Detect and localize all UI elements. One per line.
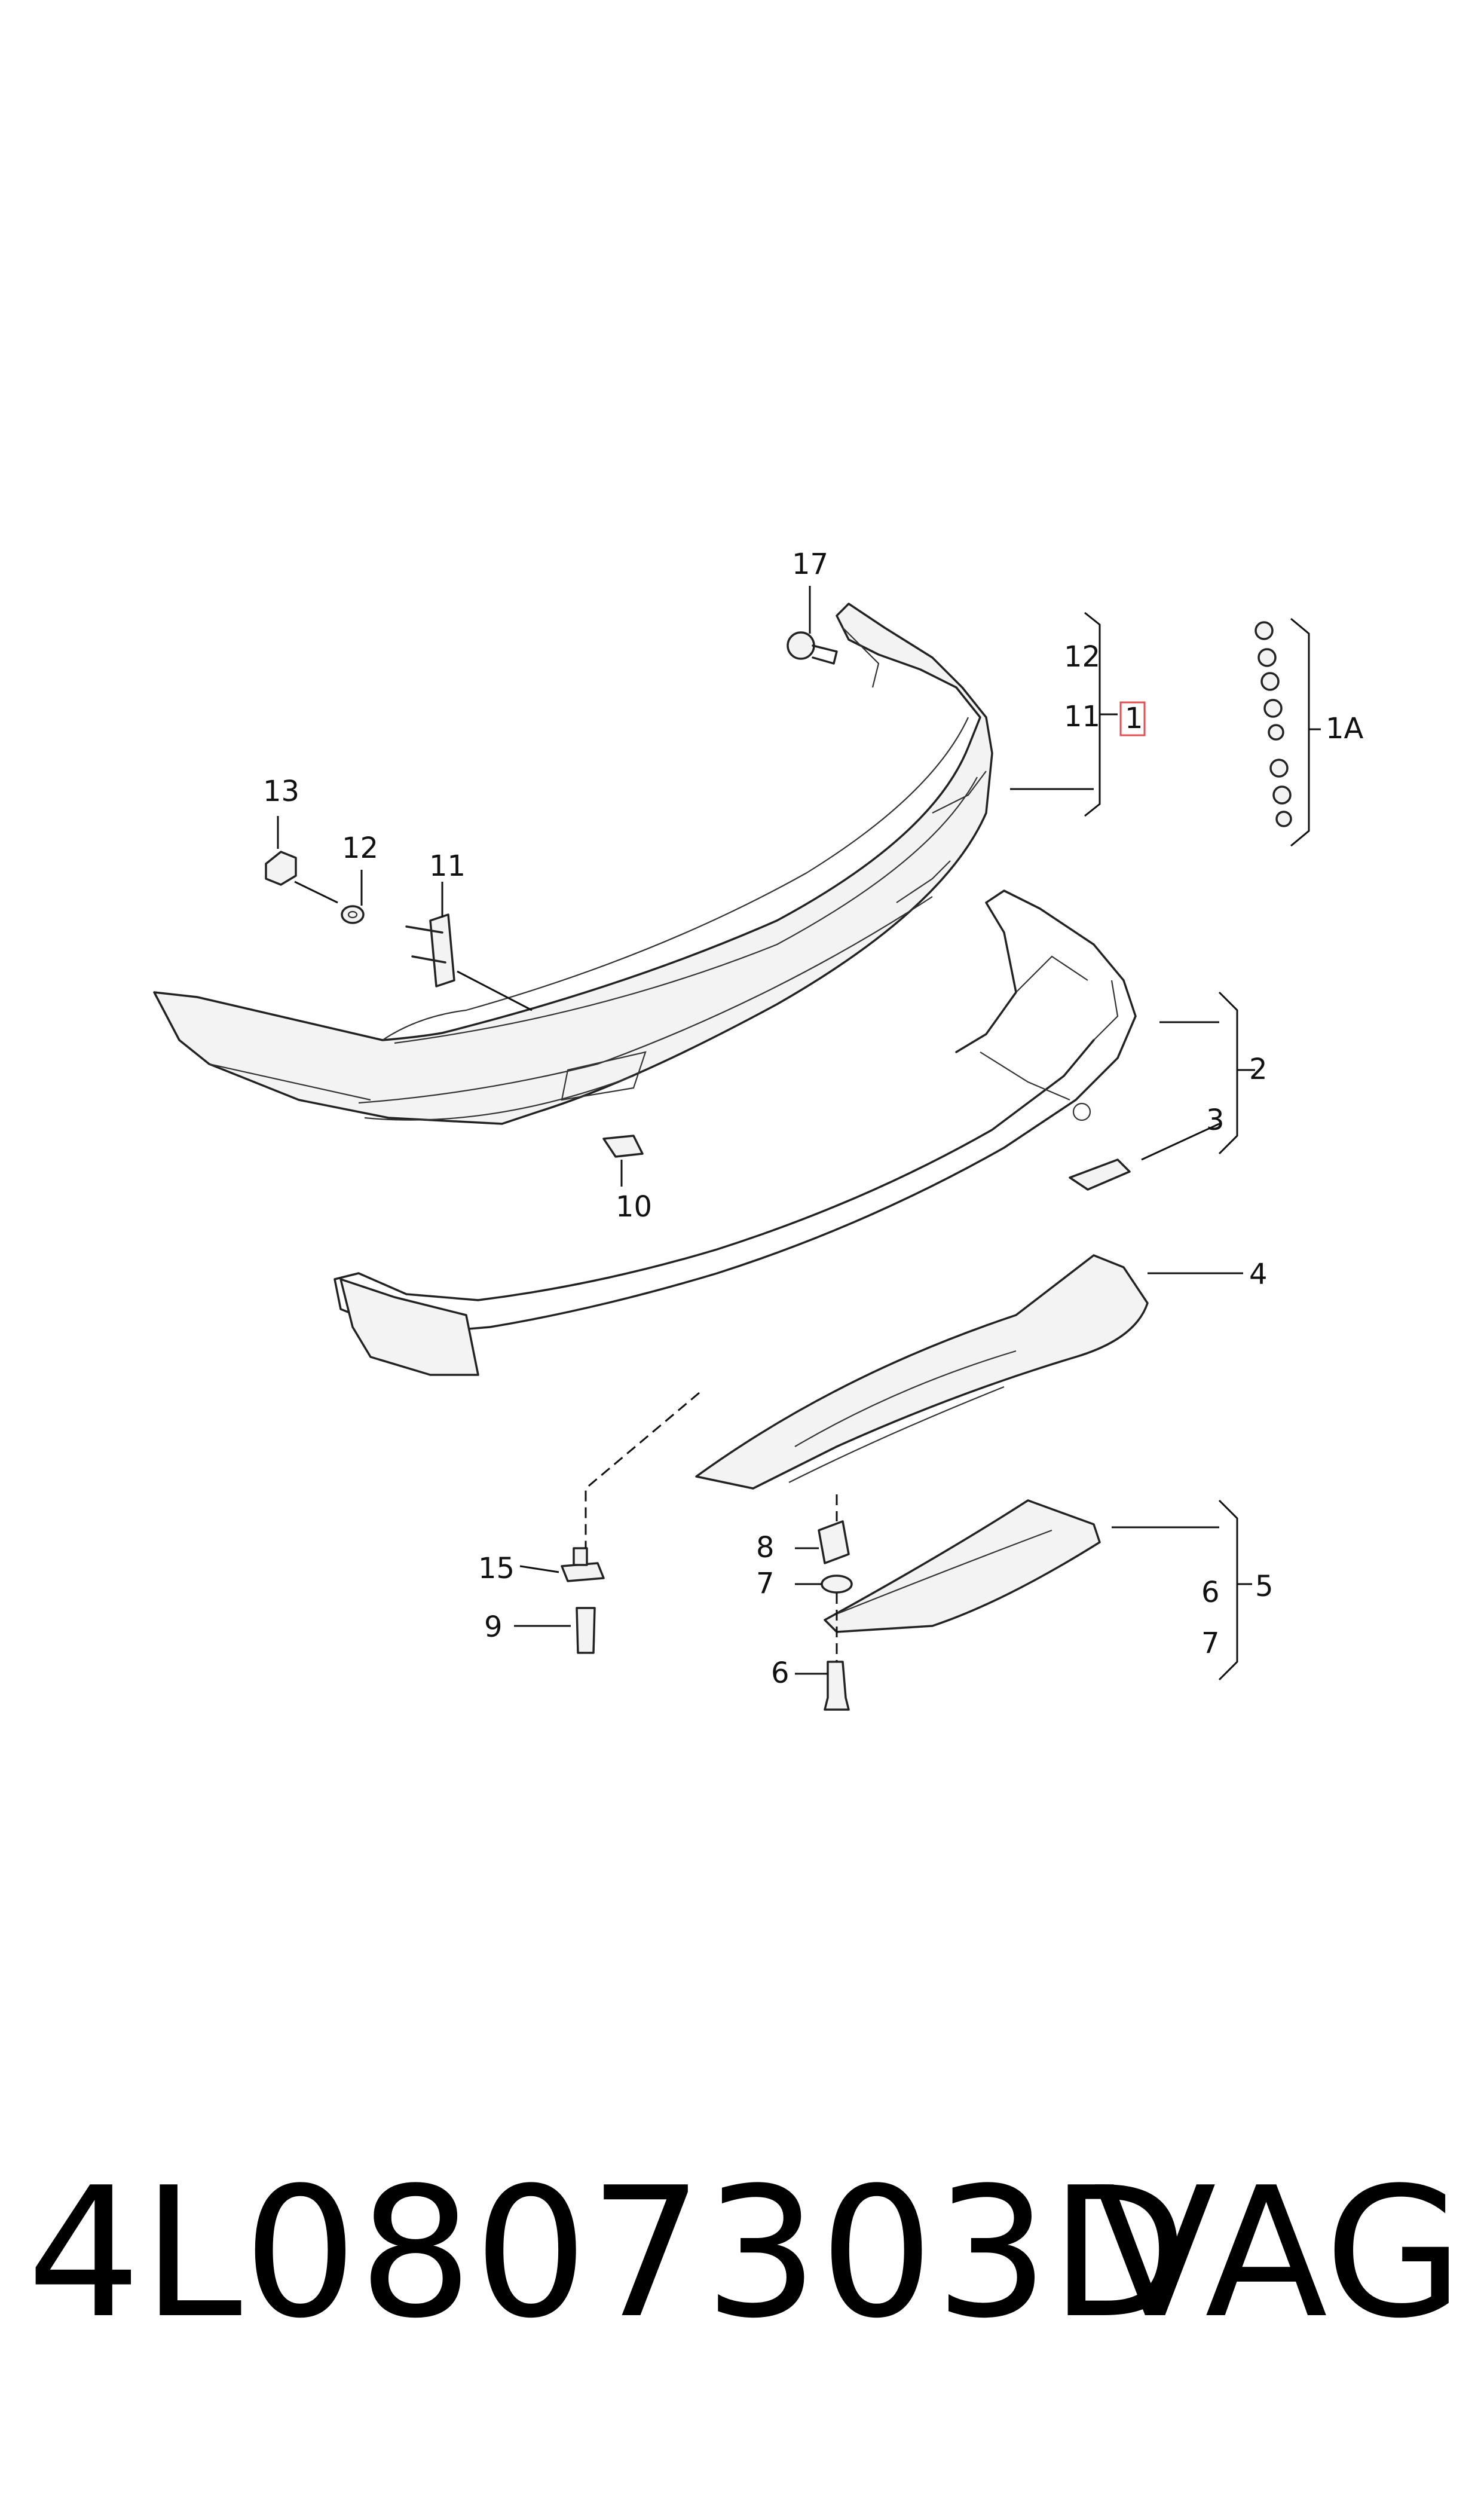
bolt-17 [787,631,838,665]
washer-7 [821,1575,853,1594]
callout-4: 4 [1249,1258,1268,1291]
tow-hook-cap [1069,1158,1131,1191]
callout-1A: 1A [1326,712,1364,745]
hardware-kit-1A [1254,621,1292,827]
callout-11: 11 [429,849,466,883]
callout-15: 15 [478,1552,515,1585]
callout-17: 17 [792,548,828,581]
callout-5: 5 [1255,1570,1274,1603]
callout-11-top: 11 [1064,700,1100,733]
callout-1: 1 [1125,702,1143,735]
bumper-cover [153,603,993,1125]
callout-6-right: 6 [1201,1576,1220,1609]
washer-12 [341,905,365,924]
nut-13 [265,851,297,886]
bracket-11 [405,913,455,988]
brand-text: VAG [1094,2149,1464,2358]
callout-13: 13 [263,775,299,808]
callout-1-highlight [1119,701,1146,736]
callout-6: 6 [771,1656,790,1690]
callout-12: 12 [342,831,378,865]
clip-10 [602,1135,644,1158]
callout-7-right: 7 [1201,1627,1220,1660]
screw-9 [576,1607,596,1654]
callout-9: 9 [484,1610,503,1644]
bumper-bracket [333,889,1137,1334]
callout-10: 10 [616,1190,652,1224]
callout-8: 8 [756,1531,775,1564]
push-rivet-6 [824,1661,850,1711]
rear-diffuser-panel [824,1499,1101,1633]
callout-7: 7 [756,1567,775,1600]
callout-12-top: 12 [1064,640,1100,674]
callout-2: 2 [1249,1053,1268,1086]
clip-8 [818,1520,850,1564]
lower-trim-panel [695,1254,1149,1490]
callout-3: 3 [1206,1103,1225,1137]
part-number-text: 4L0807303D [27,2149,1190,2358]
nut-15 [561,1547,605,1582]
lower-valance [339,1278,479,1376]
